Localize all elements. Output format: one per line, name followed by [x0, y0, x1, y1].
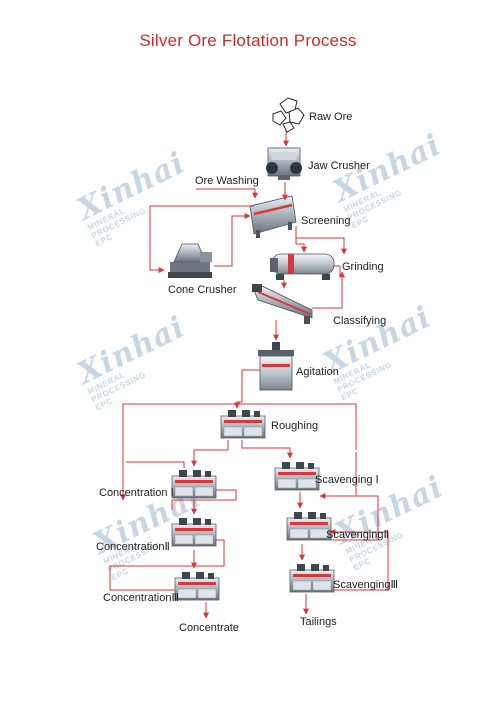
arrow-classifier-return [312, 271, 345, 309]
label-raw-ore: Raw Ore [309, 111, 353, 123]
arrow-agitation-to-roughing [234, 369, 260, 409]
spiral-classifier-icon [252, 284, 313, 324]
cone-crusher-icon [168, 243, 212, 278]
flow-arrows [109, 130, 389, 619]
label-scavenging-3: ScavengingⅢ [333, 579, 399, 591]
raw-ore-icon [272, 97, 305, 133]
arrow-rough-to-conc1 [191, 440, 229, 467]
arrow-cone-to-screen [214, 213, 251, 267]
label-tailings: Tailings [300, 616, 337, 628]
arrow-screen-to-mill [295, 226, 307, 253]
line-scav-return-2 [319, 493, 379, 541]
arrow-rough-to-scav1 [241, 440, 293, 459]
concentration-2-cell-icon [171, 517, 217, 547]
line-return-right [242, 403, 357, 450]
ball-mill-icon [270, 253, 335, 280]
arrow-washing-to-screen [196, 188, 258, 199]
line-scav-return-3 [329, 529, 389, 591]
concentration-1-cell-icon [171, 469, 217, 499]
label-jaw-crusher: Jaw Crusher [308, 160, 370, 172]
label-screening: Screening [301, 215, 351, 227]
line-mill-out [334, 265, 341, 276]
line-conc3-return [109, 539, 225, 591]
scavenging-1-cell-icon [274, 461, 320, 491]
concentration-3-cell-icon [174, 571, 220, 601]
label-scavenging-1: Scavenging Ⅰ [315, 474, 379, 486]
label-concentrate: Concentrate [179, 622, 239, 634]
line-conc2-return [171, 489, 237, 510]
arrow-screen-to-cone [149, 205, 254, 273]
diagram-title: Silver Ore Flotation Process [139, 31, 357, 50]
label-concentration-1: Concentration Ⅰ [99, 487, 174, 499]
scavenging-3-cell-icon [289, 563, 335, 593]
label-roughing: Roughing [271, 420, 319, 432]
agitation-tank-icon [258, 342, 294, 391]
arrow-screen-to-grinding [296, 237, 347, 255]
label-concentration-3: ConcentrationⅢ [103, 592, 180, 604]
line-return-left [122, 403, 242, 484]
vibrating-screen-icon [249, 195, 297, 238]
scavenging-2-cell-icon [286, 511, 332, 541]
line-conc-loop-top [126, 461, 185, 468]
label-classifying: Classifying [333, 315, 387, 327]
label-cone-crusher: Cone Crusher [168, 284, 237, 296]
jaw-crusher-icon [266, 147, 302, 180]
label-concentration-2: ConcentrationⅡ [96, 541, 170, 553]
label-ore-washing: Ore Washing [195, 175, 259, 187]
label-scavenging-2: ScavengingⅡ [326, 529, 389, 541]
label-agitation: Agitation [296, 366, 339, 378]
label-grinding: Grinding [342, 261, 384, 273]
roughing-cell-icon [220, 409, 266, 439]
